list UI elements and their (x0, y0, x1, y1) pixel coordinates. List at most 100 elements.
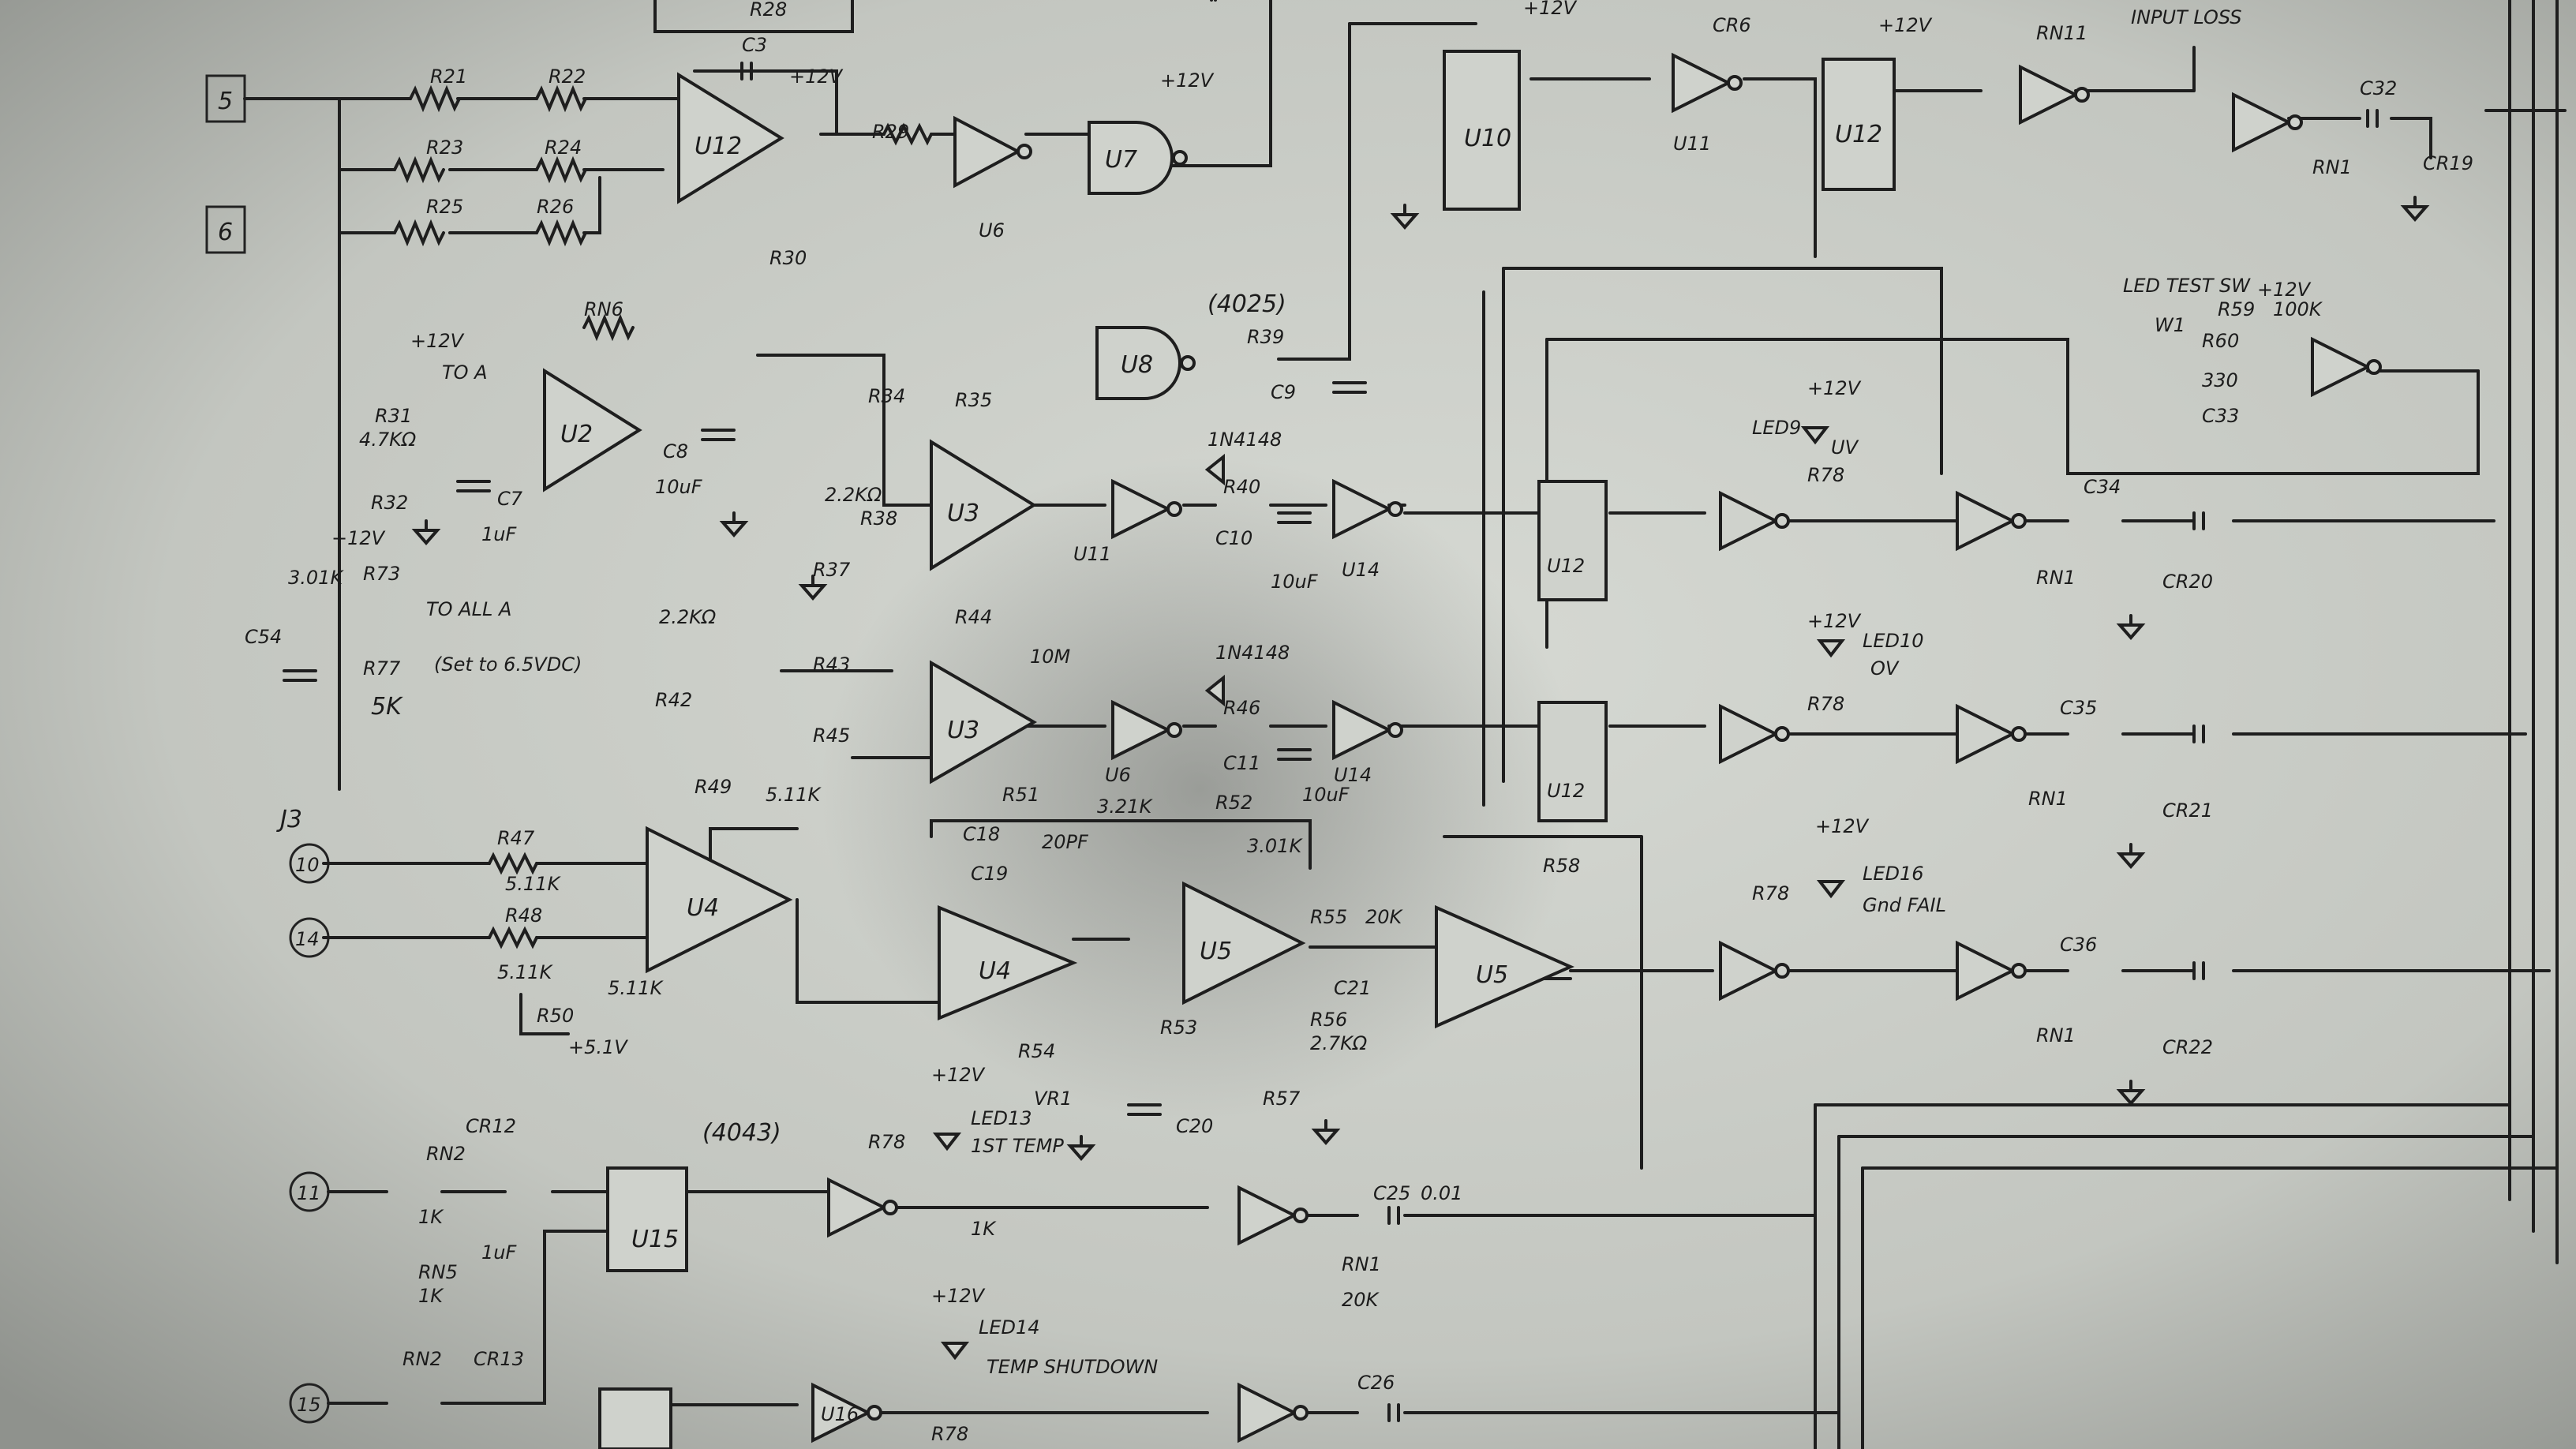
inverters: U6 U11 U14 U6 U14 U11 (811, 52, 2382, 1443)
resistor-r54-label: R54 (1018, 1040, 1055, 1062)
capacitor-c36 (2192, 961, 2205, 980)
inverter-u16-b-bubble (1293, 1208, 1309, 1223)
to-a-label: TO A (442, 361, 488, 384)
capacitor-c21-label: C21 (1334, 977, 1371, 999)
wire-u5-feedback (1443, 835, 1643, 1170)
c11-value-label: 10uF (1302, 784, 1350, 806)
inverter-u16-a (827, 1177, 888, 1238)
wire-u4-out (796, 898, 941, 1004)
diode-1n4148-b-label: 1N4148 (1215, 642, 1290, 664)
inverter-u6-mid-label: U6 (1105, 764, 1131, 786)
wire-u16-row (685, 1190, 1817, 1217)
r51-value-label: 3.21K (1097, 796, 1153, 818)
plus12v-r77: +12V (331, 527, 386, 549)
to-all-label: TO ALL A (426, 598, 511, 620)
resistor-r59-label: R59 (2218, 298, 2255, 320)
led-16 (1816, 880, 1846, 899)
opamp-u5b-label: U5 (1476, 961, 1508, 989)
ground-icon (2400, 196, 2430, 223)
inverter-u13-d (1956, 703, 2016, 765)
opamp-u12 (677, 72, 784, 204)
resistor-r53-label: R53 (1160, 1017, 1197, 1039)
terminal-6-label: 6 (218, 219, 233, 246)
capacitor-c35 (2192, 724, 2205, 743)
inverter-u11-top-label: U11 (1673, 133, 1711, 155)
resistor-r24-label: R24 (545, 137, 582, 159)
r31-value-label: 4.7KΩ (359, 429, 417, 451)
wire-u13-out (2074, 46, 2196, 92)
wire-led-test (1545, 338, 2480, 475)
resistor-rn1-bottom-label: R78 (868, 1131, 905, 1153)
capacitor-c33-label: C33 (2202, 405, 2239, 427)
capacitor-c10-label: C10 (1215, 527, 1252, 549)
inverter-u16-c (811, 1382, 872, 1443)
resistor-r34-label: R34 (868, 385, 905, 407)
resistor-r47-label: R47 (497, 827, 535, 849)
ground-icon (1390, 204, 1420, 230)
resistor-rn2-bottom-label: RN1 (1342, 1253, 1381, 1275)
diode-cr12-label: CR12 (466, 1115, 516, 1137)
inverter-u14-label: U11 (1073, 543, 1111, 565)
inverter-u13-b-bubble (2011, 513, 2027, 529)
ground-icon (2116, 843, 2146, 870)
resistor-rn1-c-label: R78 (1752, 882, 1789, 904)
plus12v-led9: +12V (1807, 377, 1862, 399)
inverter-u13-c-bubble (1774, 726, 1790, 742)
terminal-14-label: 14 (295, 928, 320, 950)
chip-u10-box (1443, 50, 1521, 211)
chip-u12-top-label: U12 (1835, 121, 1882, 148)
wire-r50 (519, 993, 570, 1035)
capacitor-c20 (1127, 1103, 1162, 1116)
plus12v-led-test: +12V (2257, 279, 2312, 301)
resistor-r48-label: R48 (505, 904, 542, 927)
led-9 (1800, 426, 1830, 445)
capacitor-c9 (1332, 381, 1367, 394)
opamp-u4a (646, 826, 793, 974)
resistors: R21 R22 R23 R24 R25 R26 R28 R29 R30 R31 … (288, 0, 2352, 1445)
resistor-r78-label: R77 (363, 657, 401, 680)
r36-22k-label: 2.2KΩ (825, 484, 882, 506)
resistor-r22-label: R22 (549, 66, 586, 88)
capacitor-c3 (740, 62, 753, 80)
wire-rn5b (327, 1230, 609, 1405)
capacitor-c8 (701, 429, 736, 441)
resistor-r57-label: R57 (1263, 1088, 1301, 1110)
wire-u11-out (1743, 77, 1817, 258)
capacitor-c26-label: C26 (1357, 1372, 1395, 1394)
resistor-r40-label: R40 (1223, 476, 1260, 498)
resistor-r52-label: R52 (1215, 792, 1252, 814)
wire-r25-r26 (338, 176, 601, 234)
inverter-u13-c (1719, 703, 1780, 765)
led16-label: LED16 (1863, 863, 1924, 885)
input-loss-label: INPUT LOSS (2131, 6, 2242, 28)
r56-value-label: 2.7KΩ (1310, 1032, 1368, 1054)
inverter-u11-top (1672, 52, 1732, 114)
resistor-r29 (882, 122, 933, 146)
gate-u8-bubble (1180, 355, 1196, 371)
inverter-u6-mid-bubble (1166, 722, 1182, 738)
ground-icon (719, 511, 749, 538)
r48-value-label: 5.11K (497, 961, 553, 983)
plus12v-led10: +12V (1807, 610, 1862, 632)
rn5-value-label: 1K (418, 1206, 444, 1228)
inverter-u6-led-bubble (2366, 359, 2382, 375)
c15-value-label: 1uF (481, 1241, 517, 1264)
resistor-r46-label: R46 (1223, 697, 1260, 719)
wire-bottom-verticals (1814, 1103, 1864, 1449)
capacitor-c7-label: C7 (497, 488, 523, 510)
resistor-r73-label: RN6 (584, 298, 623, 320)
resistor-r26-label: R26 (537, 196, 574, 218)
diode-1n4148-b (1204, 674, 1225, 707)
capacitor-c34-label: C34 (2084, 476, 2121, 498)
resistor-r58-label: R58 (1543, 855, 1580, 877)
r47-value-label: 5.11K (505, 873, 561, 895)
inverter-u13-f-bubble (2011, 963, 2027, 979)
resistor-r51-label: R51 (1002, 784, 1039, 806)
ground-icon (2116, 1080, 2146, 1106)
opamp-u2 (543, 368, 642, 492)
ground-symbols (411, 196, 2430, 1162)
led-test-label: LED TEST SW (2123, 275, 2251, 297)
diode-cr20-label: CR20 (2162, 571, 2213, 593)
resistor-rn2-top-label: RN1 (2312, 156, 2352, 178)
capacitor-c11-label: C11 (1223, 752, 1260, 774)
